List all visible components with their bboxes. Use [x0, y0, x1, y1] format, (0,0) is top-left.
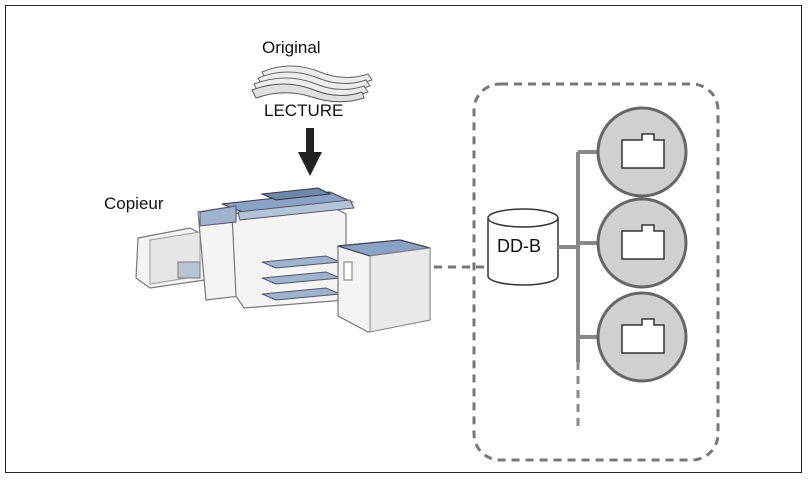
copier-label: Copieur — [104, 194, 164, 213]
folder-icon — [596, 197, 688, 289]
original-label: Original — [262, 38, 321, 57]
folder-icon — [596, 291, 688, 383]
original-document-icon — [251, 65, 373, 103]
down-arrow-icon — [298, 128, 322, 176]
hdd-label: DD-B — [497, 236, 541, 256]
folder-icon — [596, 106, 688, 198]
hard-disk-icon — [487, 208, 559, 286]
lecture-label: LECTURE — [264, 101, 344, 120]
storage-dashed-box — [472, 82, 720, 462]
copier-machine-icon — [135, 187, 431, 333]
